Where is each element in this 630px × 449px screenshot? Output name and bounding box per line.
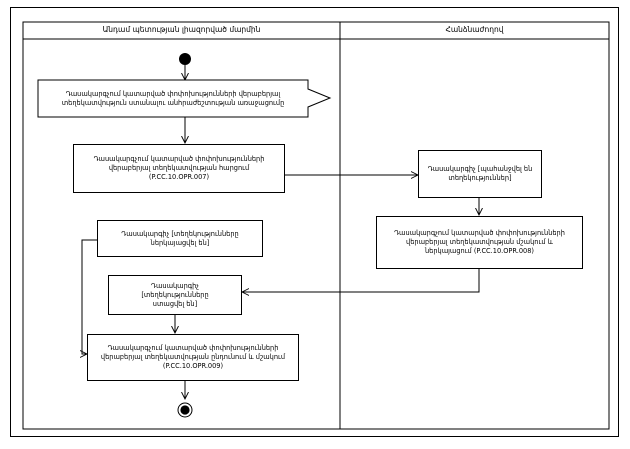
trigger-event-shape (37, 79, 332, 118)
action-trigger-event: Դասակարգչում կատարված փոփոխությունների վ… (61, 89, 285, 107)
lane-title-authority: Անդամ պետության լիազորված մարմին (102, 25, 261, 34)
swimlane-container (22, 21, 610, 430)
object-classifier-info-submitted: Դասակարգիչ [տեղեկությունները ներկայացվել… (97, 220, 263, 257)
action-info-request: Դասակարգչում կատարված փոփոխությունների վ… (73, 144, 285, 193)
final-node (180, 405, 190, 415)
action-info-acceptance: Դասակարգչում կատարված փոփոխությունների վ… (87, 334, 299, 381)
initial-node (179, 53, 191, 65)
lane-title-commission: Հանձնաժողով (445, 25, 504, 34)
flow-processing-to-received (242, 269, 480, 292)
flow-submitted-to-acceptance (82, 239, 97, 354)
diagram-frame (10, 7, 619, 437)
object-classifier-info-requested: Դասակարգիչ [պահանջվել են տեղեկություններ… (418, 150, 542, 198)
object-classifier-info-received: Դասակարգիչ [տեղեկությունները ստացվել են] (108, 275, 242, 315)
action-info-processing: Դասակարգչում կատարված փոփոխությունների վ… (376, 216, 583, 269)
